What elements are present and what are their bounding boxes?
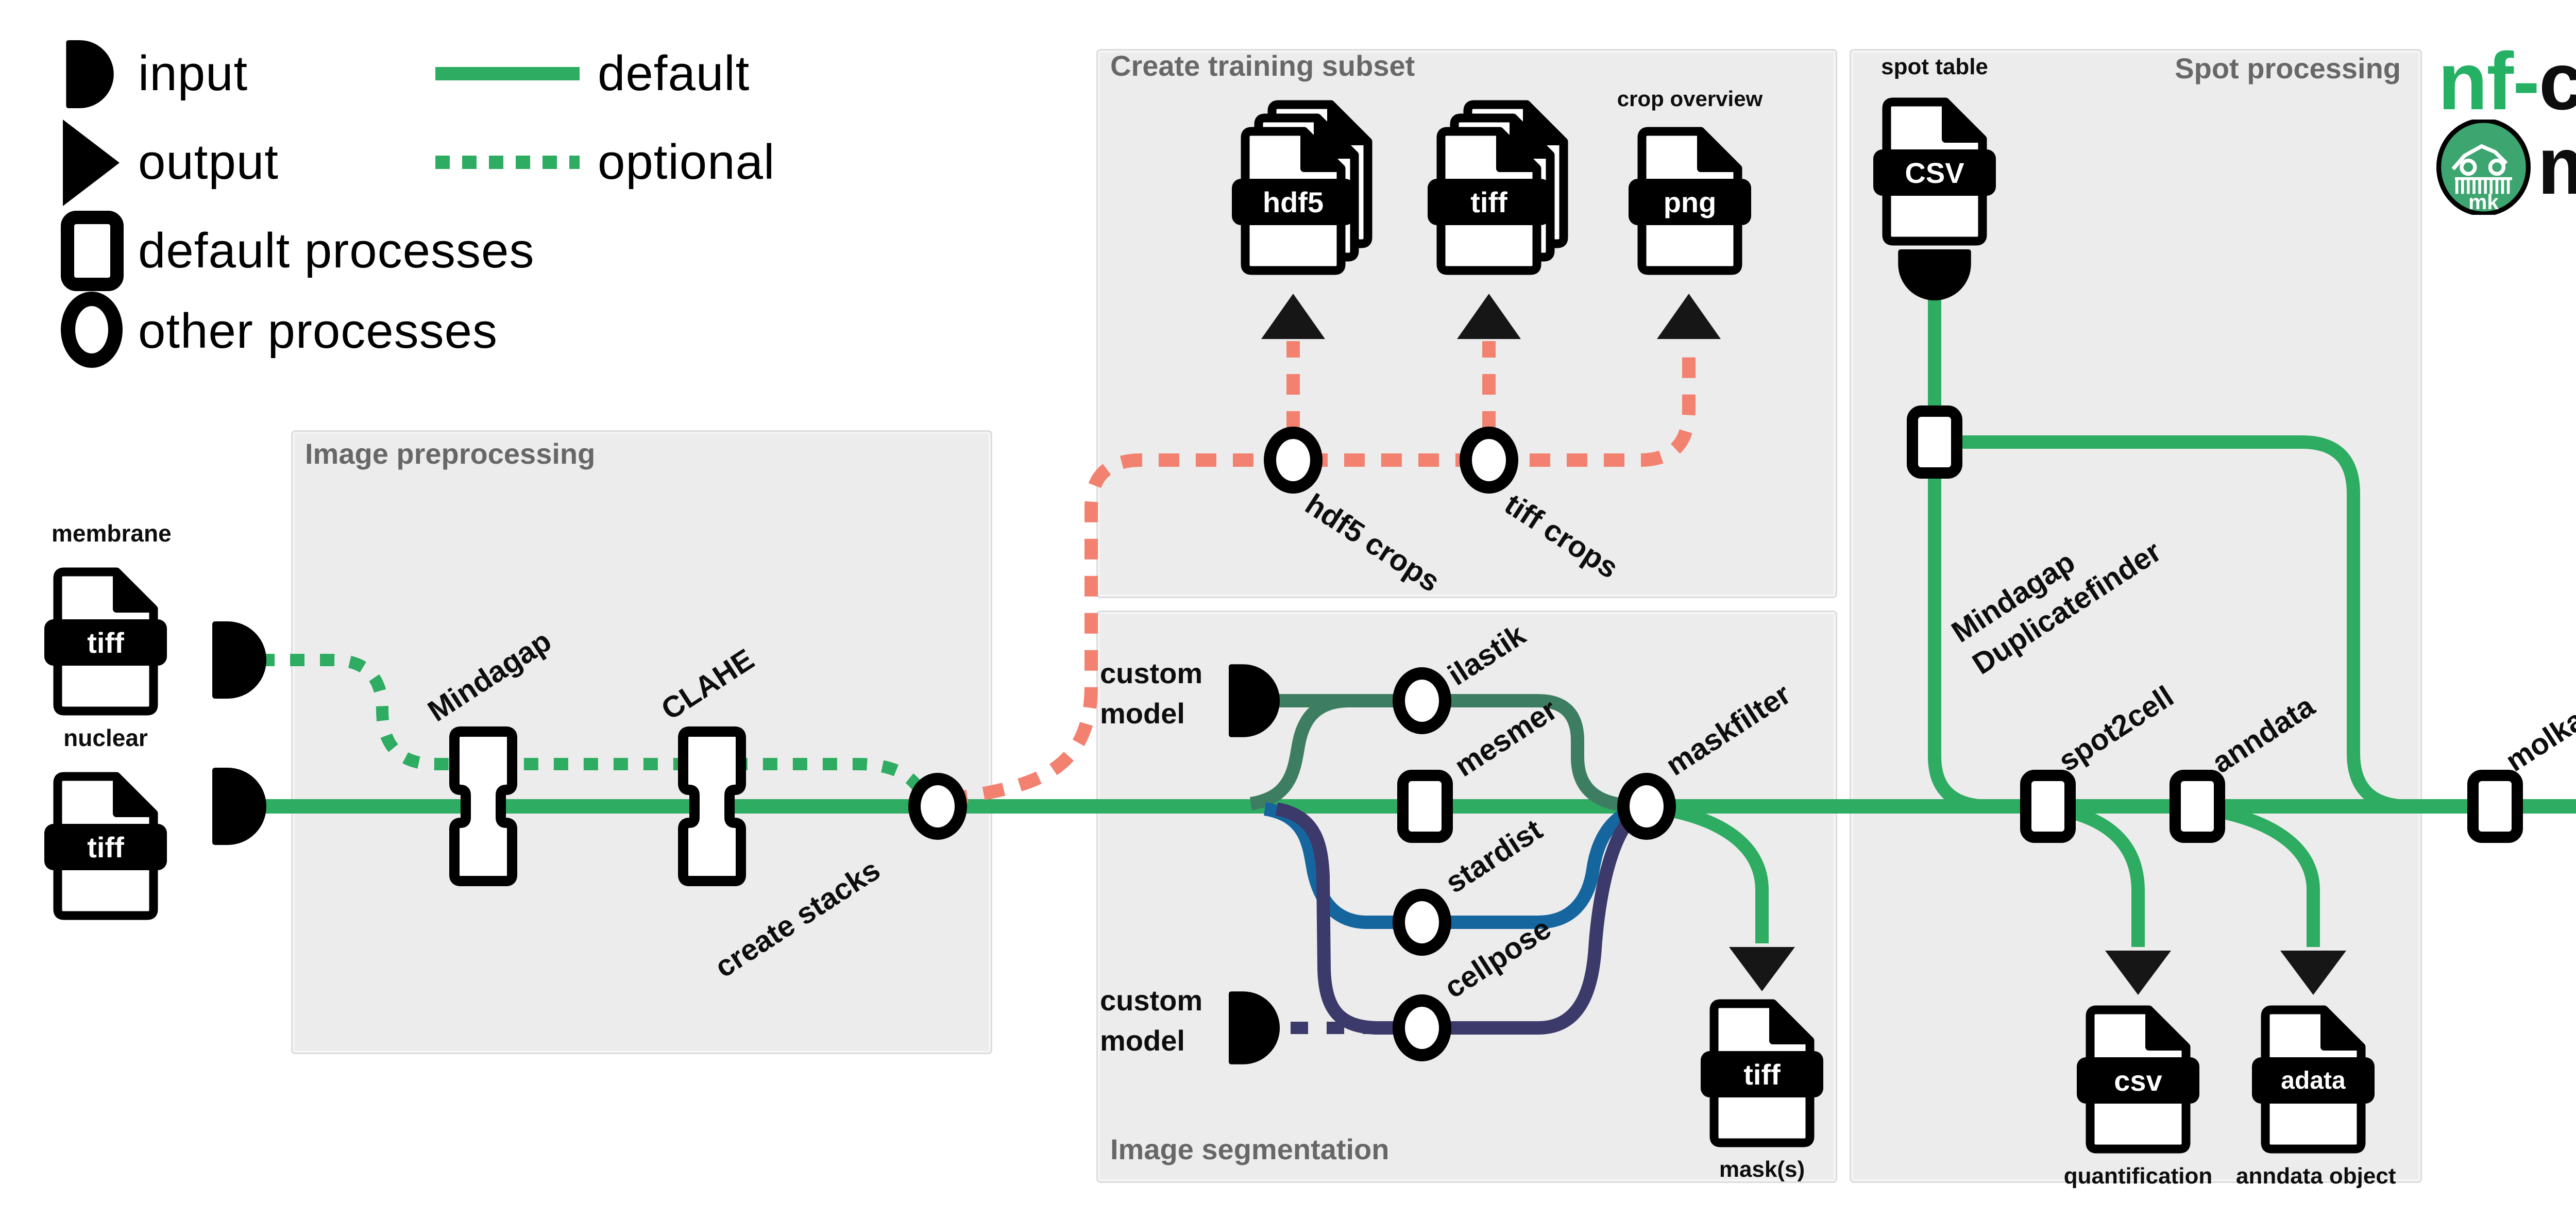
tiff-crops-node <box>1460 427 1518 494</box>
logo-dash: - <box>2513 36 2540 127</box>
logo-molkart: molkart <box>2537 121 2576 211</box>
section-title-training: Create training subset <box>1110 49 1415 82</box>
nuclear-label: nuclear <box>63 724 148 751</box>
input-icon <box>66 40 114 108</box>
spot-table-input-icon <box>1898 249 1971 301</box>
tiff-crops-ext: tiff <box>1470 185 1507 218</box>
legend-default-processes-label: default processes <box>138 223 535 278</box>
nuclear-tiff-file-icon: tiff <box>44 771 167 921</box>
legend-default-line-label: default <box>598 46 750 101</box>
default-process-icon <box>61 211 124 291</box>
clahe-node <box>678 726 746 886</box>
section-title-spot: Spot processing <box>2175 52 2401 84</box>
default-line-icon <box>435 67 580 80</box>
anndata-object-label: anndata object <box>2236 1163 2396 1189</box>
membrane-label: membrane <box>52 520 172 547</box>
section-title-preprocessing: Image preprocessing <box>305 437 596 470</box>
hdf5-output-arrow-icon <box>1261 294 1325 339</box>
path-mask-output <box>1660 802 1769 943</box>
hdf5-stack-file-icon: hdf5 <box>1232 100 1372 276</box>
legend-output-label: output <box>138 134 279 190</box>
spot2cell-node <box>2020 770 2076 843</box>
logo-core: core/ <box>2538 36 2576 127</box>
quantification-ext: csv <box>2114 1064 2162 1097</box>
membrane-ext: tiff <box>87 626 124 659</box>
path-ilastik-from-main <box>1249 694 1348 810</box>
quantification-csv-file-icon: csv <box>2077 1005 2199 1154</box>
path-anndata-output <box>2204 802 2320 947</box>
output-icon <box>63 120 120 206</box>
tiff-crops-stack-file-icon: tiff <box>1428 100 1568 276</box>
anndata-ext: adata <box>2281 1067 2346 1094</box>
badge-mk-text: mk <box>2468 190 2499 214</box>
hdf5-ext: hdf5 <box>1262 185 1324 218</box>
path-dup-left <box>1928 470 1987 813</box>
molkart-badge-icon: mk <box>2436 120 2531 215</box>
spot-table-ext: CSV <box>1905 156 1964 189</box>
mask-output-arrow-icon <box>1729 947 1795 991</box>
tiff-crops-output-arrow-icon <box>1457 294 1521 339</box>
maskfilter-node <box>1617 773 1676 840</box>
nuclear-ext: tiff <box>87 831 124 864</box>
custom-model-top-input-icon <box>1229 664 1280 737</box>
duplicatefinder-node <box>1907 405 1962 479</box>
custom-model-top-label: custom model <box>1100 657 1203 730</box>
cellpose-node <box>1393 994 1451 1061</box>
legend-optional-line-label: optional <box>598 134 775 190</box>
mask-tiff-file-icon: tiff <box>1701 999 1823 1148</box>
ilastik-node <box>1393 667 1451 734</box>
anndata-output-arrow-icon <box>2280 951 2346 995</box>
quantification-label: quantification <box>2063 1163 2213 1189</box>
legend-other-processes-label: other processes <box>138 303 498 359</box>
membrane-tiff-file-icon: tiff <box>44 567 167 716</box>
png-output-arrow-icon <box>1657 294 1721 339</box>
path-membrane-optional <box>260 654 928 798</box>
custom-model-bottom-label: custom model <box>1100 984 1203 1057</box>
spot-table-csv-file-icon: CSV <box>1873 97 1996 246</box>
stardist-node <box>1393 889 1451 956</box>
path-cellpose <box>1275 801 1651 1035</box>
anndata-adata-file-icon: adata <box>2252 1005 2375 1154</box>
mesmer-node <box>1397 770 1453 843</box>
box-image-preprocessing <box>291 430 992 1054</box>
png-ext: png <box>1663 185 1717 218</box>
path-training-optional <box>945 343 1696 806</box>
hdf5-crops-node <box>1264 427 1323 494</box>
path-dup-right <box>1962 435 2406 813</box>
logo-nf: nf <box>2438 36 2514 127</box>
mask-label: mask(s) <box>1719 1157 1805 1182</box>
molkartqc-node <box>2467 770 2523 843</box>
spot-table-label: spot table <box>1881 54 1988 79</box>
mask-ext: tiff <box>1743 1058 1781 1091</box>
custom-model-bottom-input-icon <box>1229 991 1280 1064</box>
crop-overview-label: crop overview <box>1617 87 1763 111</box>
create-stacks-node <box>908 773 967 840</box>
section-title-segmentation: Image segmentation <box>1110 1133 1389 1165</box>
png-file-icon: png <box>1629 126 1751 276</box>
mindagap-node <box>449 726 517 886</box>
anndata-node <box>2170 770 2225 843</box>
path-ilastik <box>1277 694 1623 811</box>
legend-input-label: input <box>138 46 248 101</box>
optional-line-icon <box>435 156 580 169</box>
nuclear-input-icon <box>212 768 266 845</box>
membrane-input-icon <box>212 621 266 699</box>
quantification-output-arrow-icon <box>2105 951 2171 995</box>
path-stardist <box>1263 801 1647 929</box>
